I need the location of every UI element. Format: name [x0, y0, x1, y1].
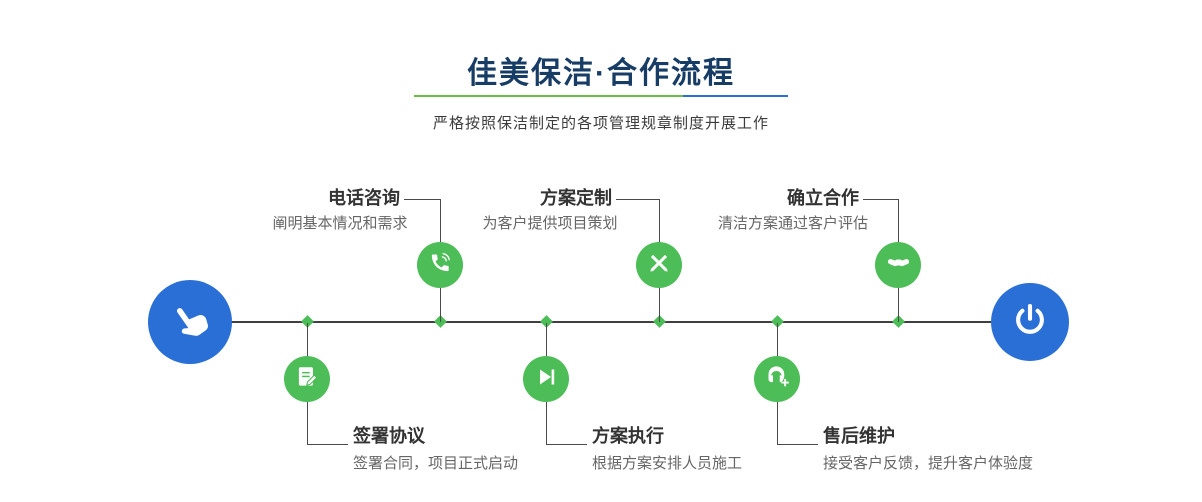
- connector-line: [307, 323, 308, 356]
- handshake-icon: [885, 249, 912, 281]
- connector-line: [440, 288, 441, 322]
- step-node-aftersales: [754, 356, 800, 402]
- phone-icon: [427, 250, 453, 281]
- step-desc: 根据方案安排人员施工: [592, 455, 743, 472]
- step-desc: 签署合同，项目正式启动: [353, 455, 519, 472]
- headset-icon: [764, 363, 791, 395]
- connector-line: [898, 199, 899, 242]
- divider-green-segment: [414, 95, 684, 97]
- connector-line: [659, 199, 660, 242]
- connector-line: [777, 323, 778, 356]
- step-title: 电话咨询: [328, 188, 400, 208]
- step-desc: 阐明基本情况和需求: [272, 215, 408, 232]
- step-desc: 清洁方案通过客户评估: [717, 215, 868, 232]
- title-divider: [414, 95, 788, 97]
- step-title: 确立合作: [787, 188, 859, 208]
- timeline-end-node: [991, 283, 1069, 361]
- step-node-contract: [284, 356, 330, 402]
- connector-line: [307, 444, 348, 445]
- connector-line: [777, 402, 778, 444]
- power-icon: [1011, 301, 1049, 344]
- divider-blue-segment: [683, 95, 788, 97]
- step-title: 售后维护: [823, 426, 895, 446]
- connector-line: [898, 288, 899, 322]
- connector-line: [546, 323, 547, 356]
- step-node-handshake: [875, 242, 921, 288]
- step-title: 方案执行: [592, 426, 664, 446]
- step-node-design: [636, 242, 682, 288]
- contract-icon: [294, 364, 320, 395]
- timeline-line: [231, 321, 991, 323]
- step-desc: 接受客户反馈，提升客户体验度: [823, 455, 1034, 472]
- step-desc: 为客户提供项目策划: [482, 215, 618, 232]
- step-node-execute: [523, 356, 569, 402]
- pointing-hand-icon: [169, 299, 211, 346]
- connector-line: [777, 444, 818, 445]
- connector-line: [659, 288, 660, 322]
- connector-line: [546, 444, 587, 445]
- connector-line: [440, 199, 441, 242]
- play-icon: [534, 365, 558, 394]
- connector-line: [404, 199, 440, 200]
- connector-line: [307, 402, 308, 444]
- connector-line: [616, 199, 659, 200]
- step-title: 签署协议: [353, 426, 425, 446]
- step-node-phone: [417, 242, 463, 288]
- connector-line: [863, 199, 898, 200]
- design-icon: [646, 250, 672, 281]
- timeline-start-node: [148, 280, 232, 364]
- step-title: 方案定制: [540, 188, 612, 208]
- page-subtitle: 严格按照保洁制定的各项管理规章制度开展工作: [432, 115, 769, 132]
- page-title: 佳美保洁·合作流程: [467, 57, 735, 90]
- connector-line: [546, 402, 547, 444]
